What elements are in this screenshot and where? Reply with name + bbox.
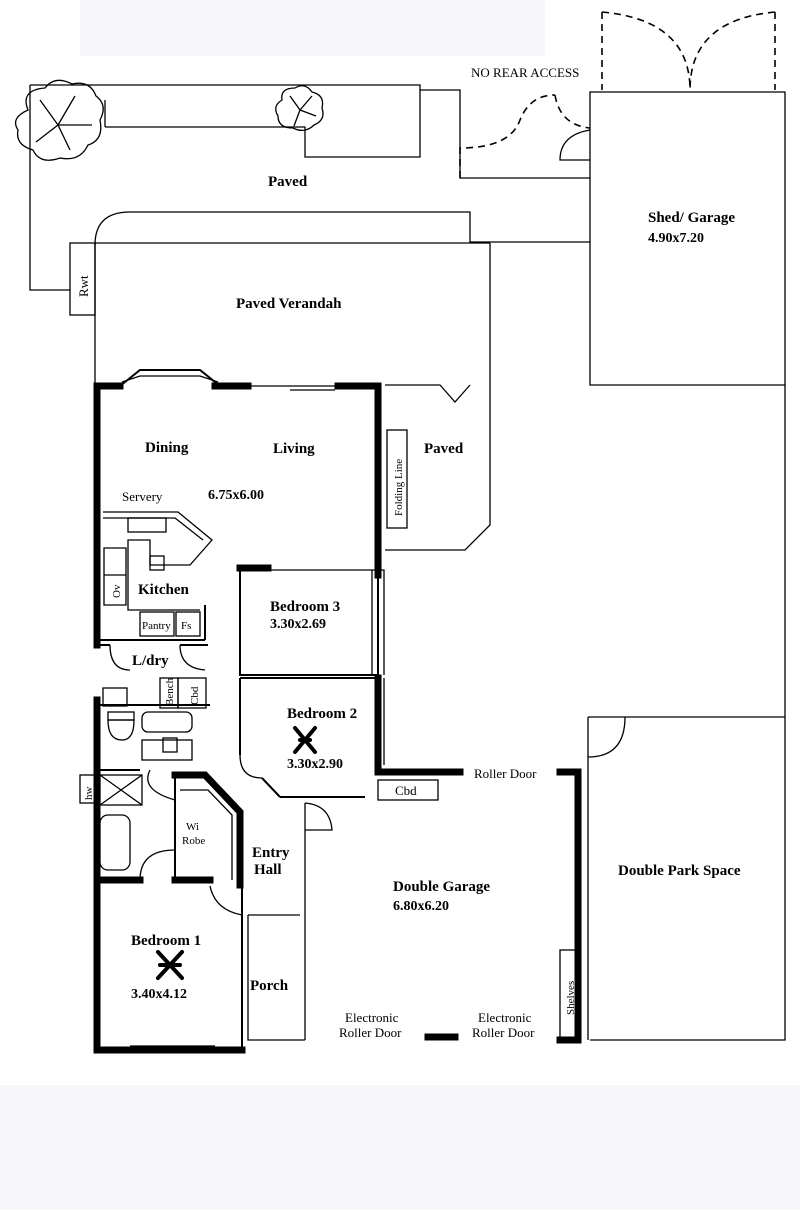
living-label: Living: [273, 441, 315, 457]
entry-hall-line1: Entry: [252, 845, 290, 861]
laundry-label: L/dry: [132, 653, 169, 669]
oven-label: Ov: [111, 584, 123, 598]
garage-cbd-label: Cbd: [395, 783, 417, 798]
bottom-blank-band: [0, 1085, 800, 1210]
paved-verandah-label: Paved Verandah: [236, 296, 342, 312]
bedroom2-size: 3.30x2.90: [287, 757, 343, 772]
erd-right-line2: Roller Door: [472, 1025, 535, 1040]
pantry-label: Pantry: [142, 620, 171, 632]
porch-label: Porch: [250, 978, 289, 994]
bedroom2-name: Bedroom 2: [287, 706, 357, 722]
folding-line-box: [386, 429, 408, 529]
labels: NO REAR ACCESS Paved Shed/ Garage 4.90x7…: [76, 65, 741, 1040]
site-boundary: [587, 385, 786, 1041]
entry-hall-line2: Hall: [254, 862, 282, 878]
wi-robe-line1: Wi: [186, 821, 199, 833]
rear-gates: [459, 11, 776, 178]
servery-label: Servery: [122, 489, 163, 504]
shelves-label: Shelves: [565, 981, 577, 1015]
folding-line-label: Folding Line: [393, 459, 405, 516]
hw-unit: [79, 774, 97, 804]
laundry-cbd-label: Cbd: [189, 686, 201, 705]
kitchen-label: Kitchen: [138, 582, 189, 598]
wi-robe-line2: Robe: [182, 835, 205, 847]
bedroom1-size: 3.40x4.12: [131, 987, 187, 1002]
living-size-label: 6.75x6.00: [208, 488, 264, 503]
top-blank-band: [80, 0, 545, 56]
paved-side-label: Paved: [424, 441, 464, 457]
dining-label: Dining: [145, 440, 189, 456]
bedroom3-size: 3.30x2.69: [270, 617, 326, 632]
fan-icon-bed1: [156, 950, 184, 980]
paved-top-label: Paved: [268, 174, 308, 190]
hw-label: hw: [83, 787, 95, 801]
double-park-space-label: Double Park Space: [618, 863, 741, 879]
bedroom1-name: Bedroom 1: [131, 933, 201, 949]
tree-left-icon: [14, 79, 104, 161]
bedroom3-name: Bedroom 3: [270, 599, 340, 615]
erd-right-line1: Electronic: [478, 1010, 532, 1025]
tree-right-icon: [275, 85, 324, 132]
house-walls: [79, 369, 582, 1054]
no-rear-access-label: NO REAR ACCESS: [471, 65, 579, 80]
yard-outlines: [29, 84, 590, 551]
fan-icon-bed2: [293, 726, 317, 754]
roller-door-label: Roller Door: [474, 766, 537, 781]
rwt-label: Rwt: [76, 275, 91, 297]
double-garage-size: 6.80x6.20: [393, 899, 449, 914]
double-garage-name: Double Garage: [393, 879, 490, 895]
erd-left-line1: Electronic: [345, 1010, 399, 1025]
erd-left-line2: Roller Door: [339, 1025, 402, 1040]
shed-size-label: 4.90x7.20: [648, 231, 704, 246]
bench-label: Bench: [164, 677, 176, 706]
shed-name-label: Shed/ Garage: [648, 210, 735, 226]
fs-label: Fs: [181, 620, 191, 632]
